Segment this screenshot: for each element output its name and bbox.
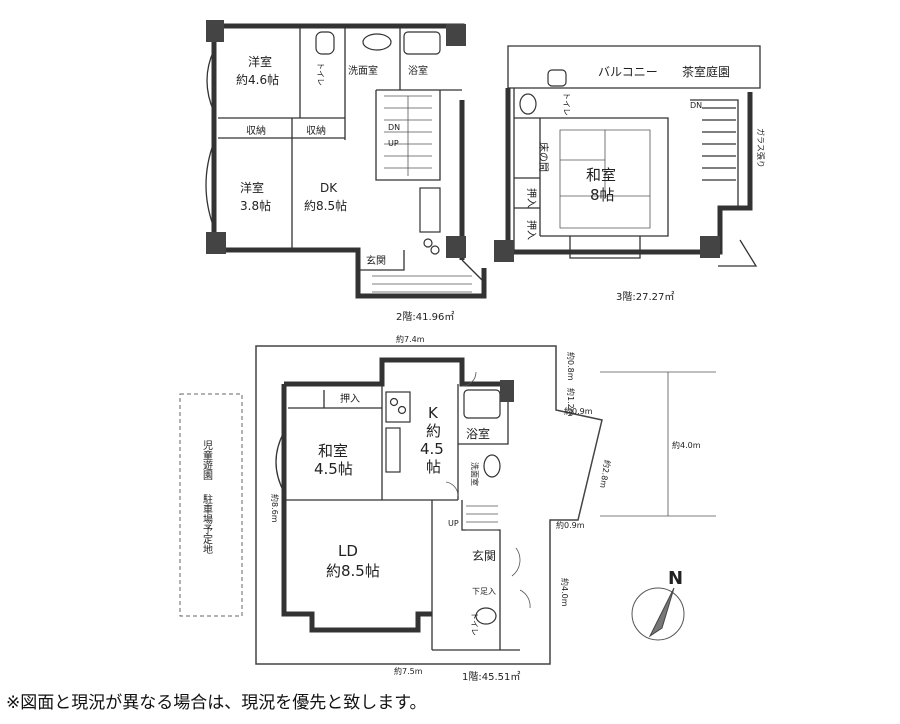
dim-right-5: 約0.9m xyxy=(556,520,585,530)
storage-label-a: 収納 xyxy=(246,124,266,137)
toilet-label-1f: トイレ xyxy=(470,612,479,636)
floor2-area: 2階:41.96㎡ xyxy=(396,311,454,323)
closet-label-3f-b: 押入 xyxy=(525,220,538,240)
disclaimer-note: ※図面と現況が異なる場合は、現況を優先と致します。 xyxy=(6,693,427,713)
room-size-western-b: 3.8帖 xyxy=(240,198,271,213)
stair-up-1f: UP xyxy=(448,519,459,528)
park-label: 児童遊園 xyxy=(201,440,213,481)
room-size-japanese-3f: 8帖 xyxy=(590,186,615,204)
floor3-area: 3階:27.27㎡ xyxy=(616,291,674,303)
room-label-japanese-1f: 和室 xyxy=(318,442,348,460)
alcove-label: 床の間 xyxy=(537,142,550,172)
room-size-kitchen-c: 帖 xyxy=(426,458,441,476)
stair-dn-3f: DN xyxy=(690,101,702,110)
dim-right-6: 約4.0m xyxy=(560,578,570,607)
dim-right-4: 約2.8m xyxy=(598,459,613,489)
floor2-plan: 洋室 約4.6帖 トイレ 洗面室 浴室 収納 収納 洋室 3.8帖 DK 約8.… xyxy=(205,20,487,323)
room-size-western-a: 約4.6帖 xyxy=(236,72,279,87)
shoe-storage-label: 下足入 xyxy=(472,587,496,596)
parking-plan-label: 駐車場予定地 xyxy=(201,493,213,554)
floor1-plan: 押入 和室 4.5帖 K 約 4.5 帖 浴室 洗面室 LD 約8.5帖 玄関 … xyxy=(179,334,716,683)
room-size-dk: 約8.5帖 xyxy=(304,198,347,213)
floor1-area: 1階:45.51㎡ xyxy=(462,671,520,683)
room-label-japanese-3f: 和室 xyxy=(586,166,616,184)
room-size-japanese-1f: 4.5帖 xyxy=(314,460,353,478)
stair-dn-2f: DN xyxy=(388,123,400,132)
toilet-label-3f: トイレ xyxy=(562,92,571,116)
room-size-kitchen-b: 4.5 xyxy=(420,440,444,458)
room-size-ld: 約8.5帖 xyxy=(326,562,380,580)
dim-left: 約8.6m xyxy=(270,494,280,523)
entrance-label-2f: 玄関 xyxy=(366,254,386,267)
room-label-dk: DK xyxy=(320,181,338,195)
washroom-label-1f: 洗面室 xyxy=(470,462,480,486)
room-label-western-b: 洋室 xyxy=(240,180,264,195)
room-label-western-a: 洋室 xyxy=(248,54,272,69)
closet-label-3f-a: 押入 xyxy=(525,188,538,208)
floor3-plan: バルコニー 茶室庭園 トイレ 床の間 和室 8帖 押入 押入 ガラス張り DN … xyxy=(494,45,766,303)
glass-wall-label: ガラス張り xyxy=(756,128,766,168)
washroom-label-2f: 洗面室 xyxy=(348,64,378,77)
room-label-kitchen: K xyxy=(428,404,439,422)
dim-top: 約7.4m xyxy=(396,334,425,344)
dim-bottom: 約7.5m xyxy=(394,666,423,676)
north-label: N xyxy=(668,568,683,589)
dim-far: 約4.0m xyxy=(672,440,701,450)
tea-garden-label: 茶室庭園 xyxy=(682,64,730,79)
balcony-label: バルコニー xyxy=(598,65,658,79)
room-label-ld: LD xyxy=(338,542,358,560)
closet-label-1f: 押入 xyxy=(340,392,360,405)
dim-right-1: 約0.8m xyxy=(566,352,576,381)
stair-up-2f: UP xyxy=(388,139,399,148)
bath-label-2f: 浴室 xyxy=(408,64,428,77)
dim-right-3: 約0.9m xyxy=(564,406,593,416)
toilet-label-2f: トイレ xyxy=(316,62,325,86)
entrance-label-1f: 玄関 xyxy=(472,548,496,563)
north-arrow-icon: N xyxy=(631,568,685,641)
room-size-kitchen-a: 約 xyxy=(426,422,441,440)
bath-label-1f: 浴室 xyxy=(466,426,490,441)
storage-label-b: 収納 xyxy=(306,124,326,137)
dim-right-2: 約1.2m xyxy=(566,388,576,417)
